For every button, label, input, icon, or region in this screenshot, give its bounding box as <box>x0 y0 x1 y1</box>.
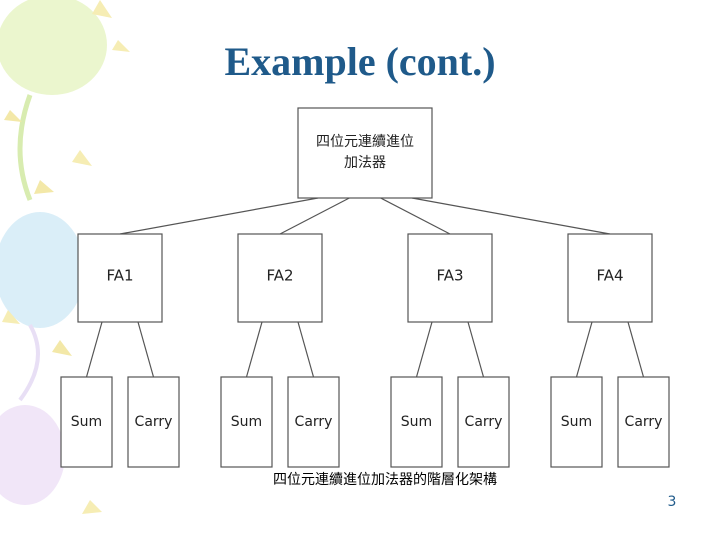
slide-title: Example (cont.) <box>224 39 496 84</box>
connector-fa3-carry <box>467 321 485 378</box>
diagram-caption: 四位元連續進位加法器的階層化架構 <box>273 472 497 488</box>
output-label-fa2-carry: Carry <box>295 414 333 430</box>
connector-fa2-carry <box>297 321 315 378</box>
output-node-fa3-sum <box>390 376 443 468</box>
output-node-fa4-carry <box>617 376 670 468</box>
output-label-fa1-carry: Carry <box>135 414 173 430</box>
output-label-fa4-sum: Sum <box>561 414 592 430</box>
output-node-fa3-carry <box>457 376 510 468</box>
connector-root-fa1 <box>119 197 319 235</box>
output-label-fa3-carry: Carry <box>465 414 503 430</box>
adder-node-1 <box>77 233 163 323</box>
connector-fa3-sum <box>415 321 433 378</box>
root-node <box>297 107 433 199</box>
output-node-fa2-carry <box>287 376 340 468</box>
output-node-fa2-sum <box>220 376 273 468</box>
adder-node-3 <box>407 233 493 323</box>
output-label-fa4-carry: Carry <box>625 414 663 430</box>
connector-root-fa2 <box>279 197 350 235</box>
root-node-label-line1: 四位元連續進位 <box>316 134 414 150</box>
root-node-label-line2: 加法器 <box>344 155 386 171</box>
connector-root-fa4 <box>411 197 611 235</box>
adder-node-2 <box>237 233 323 323</box>
connector-fa4-carry <box>627 321 645 378</box>
adder-node-4 <box>567 233 653 323</box>
output-label-fa2-sum: Sum <box>231 414 262 430</box>
output-label-fa1-sum: Sum <box>71 414 102 430</box>
connector-fa1-sum <box>85 321 103 378</box>
adder-label-2: FA2 <box>266 267 293 285</box>
adder-label-1: FA1 <box>106 267 133 285</box>
output-label-fa3-sum: Sum <box>401 414 432 430</box>
output-node-fa1-sum <box>60 376 113 468</box>
connector-lines <box>85 197 645 378</box>
adder-label-3: FA3 <box>436 267 463 285</box>
adder-label-4: FA4 <box>596 267 623 285</box>
output-node-fa1-carry <box>127 376 180 468</box>
connector-fa4-sum <box>575 321 593 378</box>
connector-fa2-sum <box>245 321 263 378</box>
output-node-fa4-sum <box>550 376 603 468</box>
page-number: 3 <box>667 494 677 510</box>
connector-fa1-carry <box>137 321 155 378</box>
connector-root-fa3 <box>380 197 451 235</box>
